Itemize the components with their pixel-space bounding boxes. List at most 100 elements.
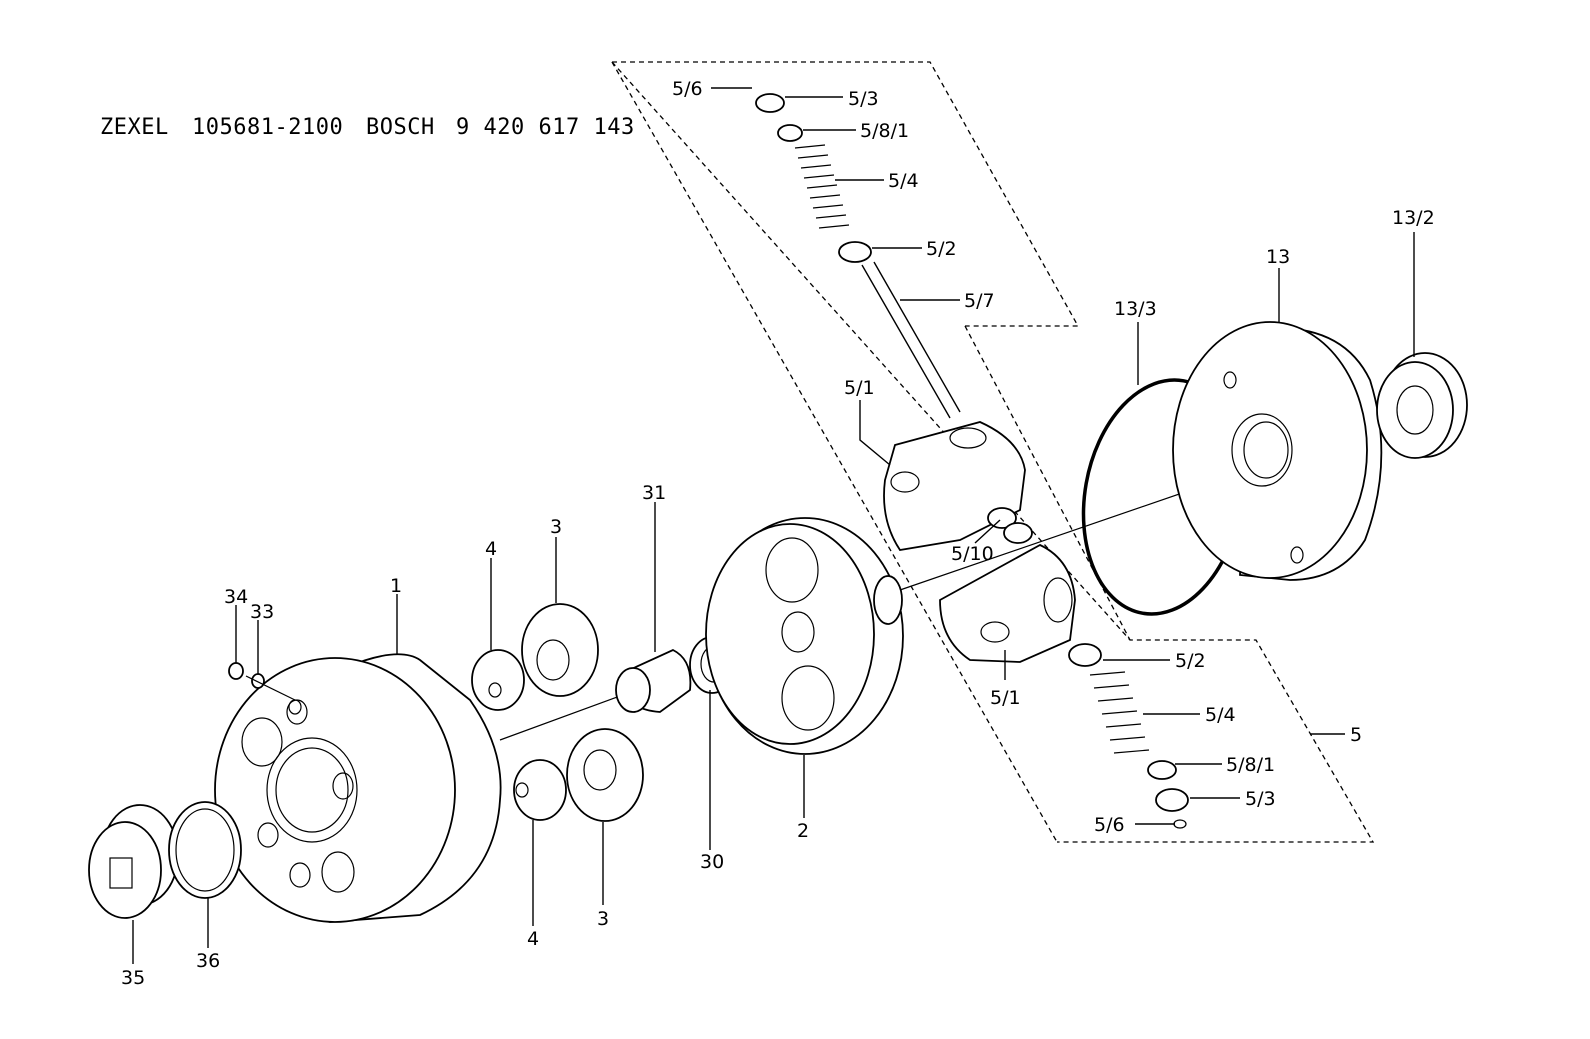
lower-5-8-1-washer	[1147, 760, 1177, 780]
label-5-3-upper: 5/3	[848, 88, 879, 110]
washer-5-10	[987, 507, 1017, 529]
block-lower-pin	[980, 621, 1010, 643]
bearing-bore	[1396, 385, 1434, 435]
housing-center-bore	[266, 737, 358, 843]
lower-5-3-cap	[1155, 788, 1189, 812]
upper-valve-assembly	[755, 93, 961, 419]
brand-zexel: ZEXEL	[100, 115, 169, 140]
label-5-2-lower: 5/2	[1175, 650, 1206, 672]
parts-3-4-lower	[513, 728, 644, 822]
label-5-2-upper: 5/2	[926, 238, 957, 260]
upper-5-2-seat	[838, 241, 872, 263]
housing-face	[214, 657, 456, 923]
label-5-1-lower: 5/1	[990, 687, 1021, 709]
cover-bore-inner	[1243, 421, 1289, 479]
label-2: 2	[797, 820, 809, 842]
label-5-6-upper: 5/6	[672, 78, 703, 100]
label-5-4-upper: 5/4	[888, 170, 919, 192]
housing-hole	[241, 717, 283, 767]
plate-center-hole	[781, 611, 815, 653]
washer-5-10	[1003, 522, 1033, 544]
part-1-housing	[214, 653, 502, 923]
label-5-8-1-upper: 5/8/1	[860, 120, 909, 142]
block-upper-pin	[890, 471, 920, 493]
lower-5-4-spring	[1089, 671, 1150, 754]
part-31-sleeve	[615, 649, 692, 713]
housing-hole	[257, 822, 279, 848]
leader-lines	[132, 87, 1415, 964]
part-4-upper-hole	[488, 682, 502, 698]
brand-bosch: BOSCH	[366, 115, 435, 140]
part-2-plate	[705, 517, 904, 755]
part-34-nut	[228, 662, 244, 680]
lower-5-2-seat	[1068, 643, 1102, 667]
plug-square-drive	[109, 857, 133, 889]
label-13-3: 13/3	[1114, 298, 1157, 320]
cover-face	[1172, 321, 1368, 579]
axis-right	[899, 479, 1221, 591]
part-13-cover	[1172, 321, 1383, 581]
diagram-header: ZEXEL 105681-2100 BOSCH 9 420 617 143	[100, 115, 635, 140]
housing-bore-thread	[275, 747, 349, 833]
sleeve-end	[615, 667, 651, 713]
label-5-6-lower: 5/6	[1094, 814, 1125, 836]
label-3-upper: 3	[550, 516, 562, 538]
upper-5-4-spring	[794, 144, 850, 229]
label-35: 35	[121, 967, 145, 989]
cover-hole	[1290, 546, 1304, 564]
cover-hole	[1223, 371, 1237, 389]
parts-33-34-axis	[245, 675, 296, 701]
label-5-4-lower: 5/4	[1205, 704, 1236, 726]
label-5-10: 5/10	[951, 543, 994, 565]
label-4-lower: 4	[527, 928, 539, 950]
label-4-upper: 4	[485, 538, 497, 560]
part-3-lower	[566, 728, 644, 822]
leader-5-1-upper	[859, 400, 891, 466]
lower-5-6-clip	[1173, 819, 1187, 829]
part-4-lower	[513, 759, 567, 821]
label-1: 1	[390, 575, 402, 597]
plate-hub	[873, 575, 903, 625]
part-3-lower-bore	[583, 749, 617, 791]
plug-face	[88, 821, 162, 919]
plate-port	[765, 537, 819, 603]
label-13-2: 13/2	[1392, 207, 1435, 229]
upper-5-7-rod-edge	[873, 261, 961, 413]
cover-bore	[1231, 413, 1293, 487]
label-33: 33	[250, 601, 274, 623]
label-5-8-1-lower: 5/8/1	[1226, 754, 1275, 776]
label-31: 31	[642, 482, 666, 504]
label-5: 5	[1350, 724, 1362, 746]
block-lower-body	[939, 543, 1076, 663]
bosch-part-number: 9 420 617 143	[456, 115, 635, 140]
part-3-upper	[521, 603, 599, 697]
label-36: 36	[196, 950, 220, 972]
part-5-1-lower-block	[939, 543, 1076, 663]
label-5-1-upper: 5/1	[844, 377, 875, 399]
part-33-washer	[251, 673, 265, 689]
part-3-upper-bore	[536, 639, 570, 681]
label-5-3-lower: 5/3	[1245, 788, 1276, 810]
label-34: 34	[224, 586, 248, 608]
part-4-lower-hole	[515, 782, 529, 798]
seal-ring-inner	[175, 808, 235, 892]
plate-port	[781, 665, 835, 731]
label-13: 13	[1266, 246, 1290, 268]
parts-3-4-upper	[471, 603, 599, 711]
part-labels: 5/6 5/3 5/8/1 5/4 5/2 5/7 13/3 13 13/2 5…	[121, 78, 1435, 989]
assembly-5-left-edge	[611, 61, 1058, 843]
housing-hole	[332, 772, 354, 800]
part-4-upper	[471, 649, 525, 711]
upper-5-7-rod	[861, 264, 951, 419]
upper-assembly-boundary	[612, 61, 1080, 327]
block-lower-port	[1043, 577, 1073, 623]
label-3-lower: 3	[597, 908, 609, 930]
leader-5-10	[974, 519, 1001, 544]
plate-face	[705, 523, 875, 745]
bearing-face	[1376, 361, 1454, 459]
housing-hole	[289, 862, 311, 888]
part-13-2-bearing	[1376, 352, 1468, 459]
part-5-10-washers	[987, 507, 1033, 544]
zexel-part-number: 105681-2100	[192, 115, 343, 140]
